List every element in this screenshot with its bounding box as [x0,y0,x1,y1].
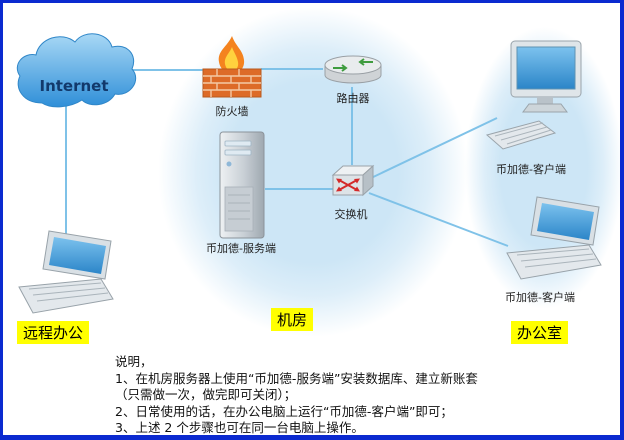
router-icon [321,51,385,89]
desktop-client-icon [485,39,585,154]
desktop-client-label: 币加德-客户端 [496,163,566,176]
office-tag: 办公室 [511,321,569,344]
laptop-client-icon [501,195,606,287]
internet-cloud-icon: Internet [9,27,139,115]
notes-heading: 说明， [115,354,153,369]
switch-icon [327,161,375,203]
server-room-zone [158,7,468,337]
router-label: 路由器 [336,92,370,105]
server-label: 币加德-服务端 [206,242,276,255]
internet-label: Internet [39,77,109,95]
switch-label: 交换机 [334,208,368,221]
server-icon [213,129,271,241]
notes-block: 说明， 1、在机房服务器上使用“币加德-服务端”安装数据库、建立新账套 （只需做… [115,354,478,435]
notes-line: 1、在机房服务器上使用“币加德-服务端”安装数据库、建立新账套 [115,370,478,386]
notes-line: （只需做一次，做完即可关闭）； [115,387,297,402]
firewall-label: 防火墙 [215,105,249,118]
laptop-client-label: 币加德-客户端 [505,291,575,304]
remote-office-tag: 远程办公 [17,321,90,344]
notes-line: 2、日常使用的话，在办公电脑上运行“币加德-客户端”即可； [115,403,453,419]
connector-lines [65,68,509,247]
server-room-tag: 机房 [271,308,314,331]
remote-laptop-icon [13,229,118,321]
notes-line: 3、上述 2 个步骤也可在同一台电脑上操作。 [115,420,364,435]
firewall-icon [201,35,263,101]
